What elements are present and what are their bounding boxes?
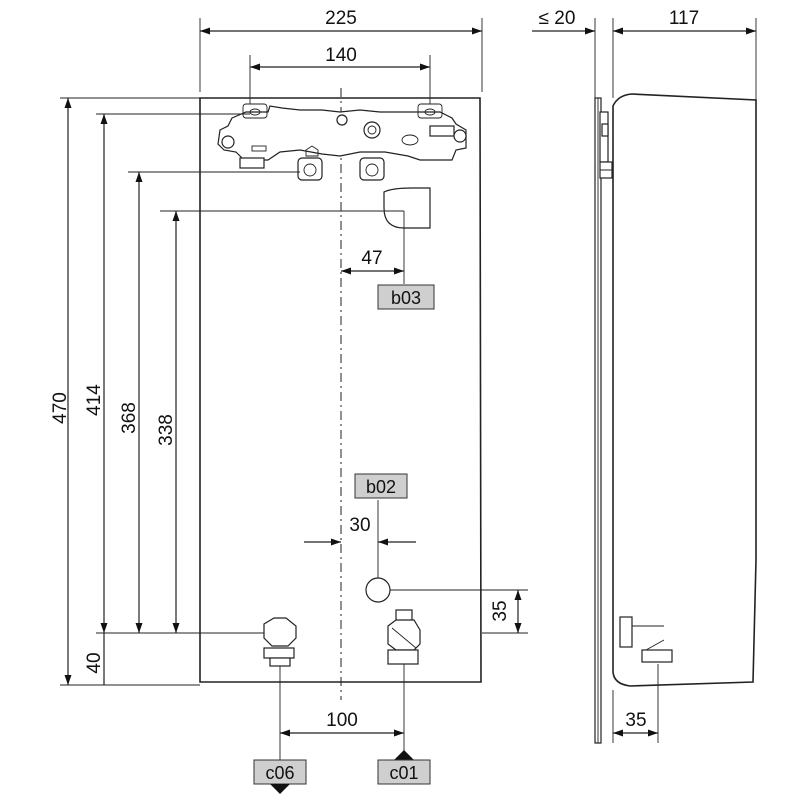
housing-outline — [199, 97, 482, 683]
b03-elbow — [383, 187, 431, 229]
dimension-label-hole-height: 368 — [119, 402, 140, 434]
dimension-width — [199, 18, 483, 92]
tag-c01-label: c01 — [389, 763, 418, 783]
dimension-connection-offset — [612, 664, 659, 743]
tag-b03: b03 — [377, 284, 435, 310]
dimension-label-connection-offset: 35 — [625, 710, 646, 731]
dimension-bracket-height — [96, 113, 250, 633]
dimension-b03-height — [160, 210, 404, 633]
dimension-connection-spacing — [279, 664, 405, 760]
c06-fitting — [263, 617, 297, 667]
dimension-label-bracket-height: 414 — [84, 384, 105, 416]
dimension-label-bracket-holes: 140 — [325, 45, 357, 66]
dimension-label-b02-offset: 30 — [349, 515, 370, 536]
dimension-label-bottom-offset: 40 — [84, 652, 105, 673]
dimension-b03-offset — [341, 211, 405, 284]
tag-c01: c01 — [377, 750, 431, 785]
dimension-b02-offset — [304, 500, 416, 578]
dimension-hole-height — [128, 171, 300, 633]
dimension-height — [60, 97, 200, 686]
dimension-label-height: 470 — [50, 392, 71, 424]
side-connection-fitting — [619, 616, 673, 663]
mounting-bracket — [217, 103, 467, 181]
dimension-label-depth: 117 — [669, 8, 699, 29]
tag-b02: b02 — [354, 473, 408, 499]
dimension-label-wall-gap: ≤ 20 — [539, 8, 576, 29]
tag-b02-label: b02 — [366, 477, 396, 497]
dimension-b02-height — [390, 589, 528, 634]
dimension-bottom-offset — [96, 632, 264, 685]
tag-b03-label: b03 — [391, 288, 421, 308]
front-view: 225 140 470 414 — [50, 8, 528, 794]
c01-fitting — [387, 609, 421, 665]
side-housing-outline — [612, 93, 757, 687]
b02-opening — [365, 577, 391, 603]
dimension-wall-gap — [532, 18, 596, 98]
dimension-label-b03-height: 338 — [156, 414, 177, 446]
tag-c06-label: c06 — [265, 763, 294, 783]
side-view: ≤ 20 117 35 — [532, 8, 757, 744]
dimension-label-connection-spacing: 100 — [326, 710, 358, 731]
dimension-depth — [612, 18, 757, 100]
dimension-label-b03-offset: 47 — [361, 248, 382, 269]
tag-c06: c06 — [253, 759, 307, 794]
dimension-bracket-holes — [249, 55, 431, 104]
dimension-label-b02-height: 35 — [490, 600, 511, 621]
dimension-label-width: 225 — [325, 8, 357, 29]
